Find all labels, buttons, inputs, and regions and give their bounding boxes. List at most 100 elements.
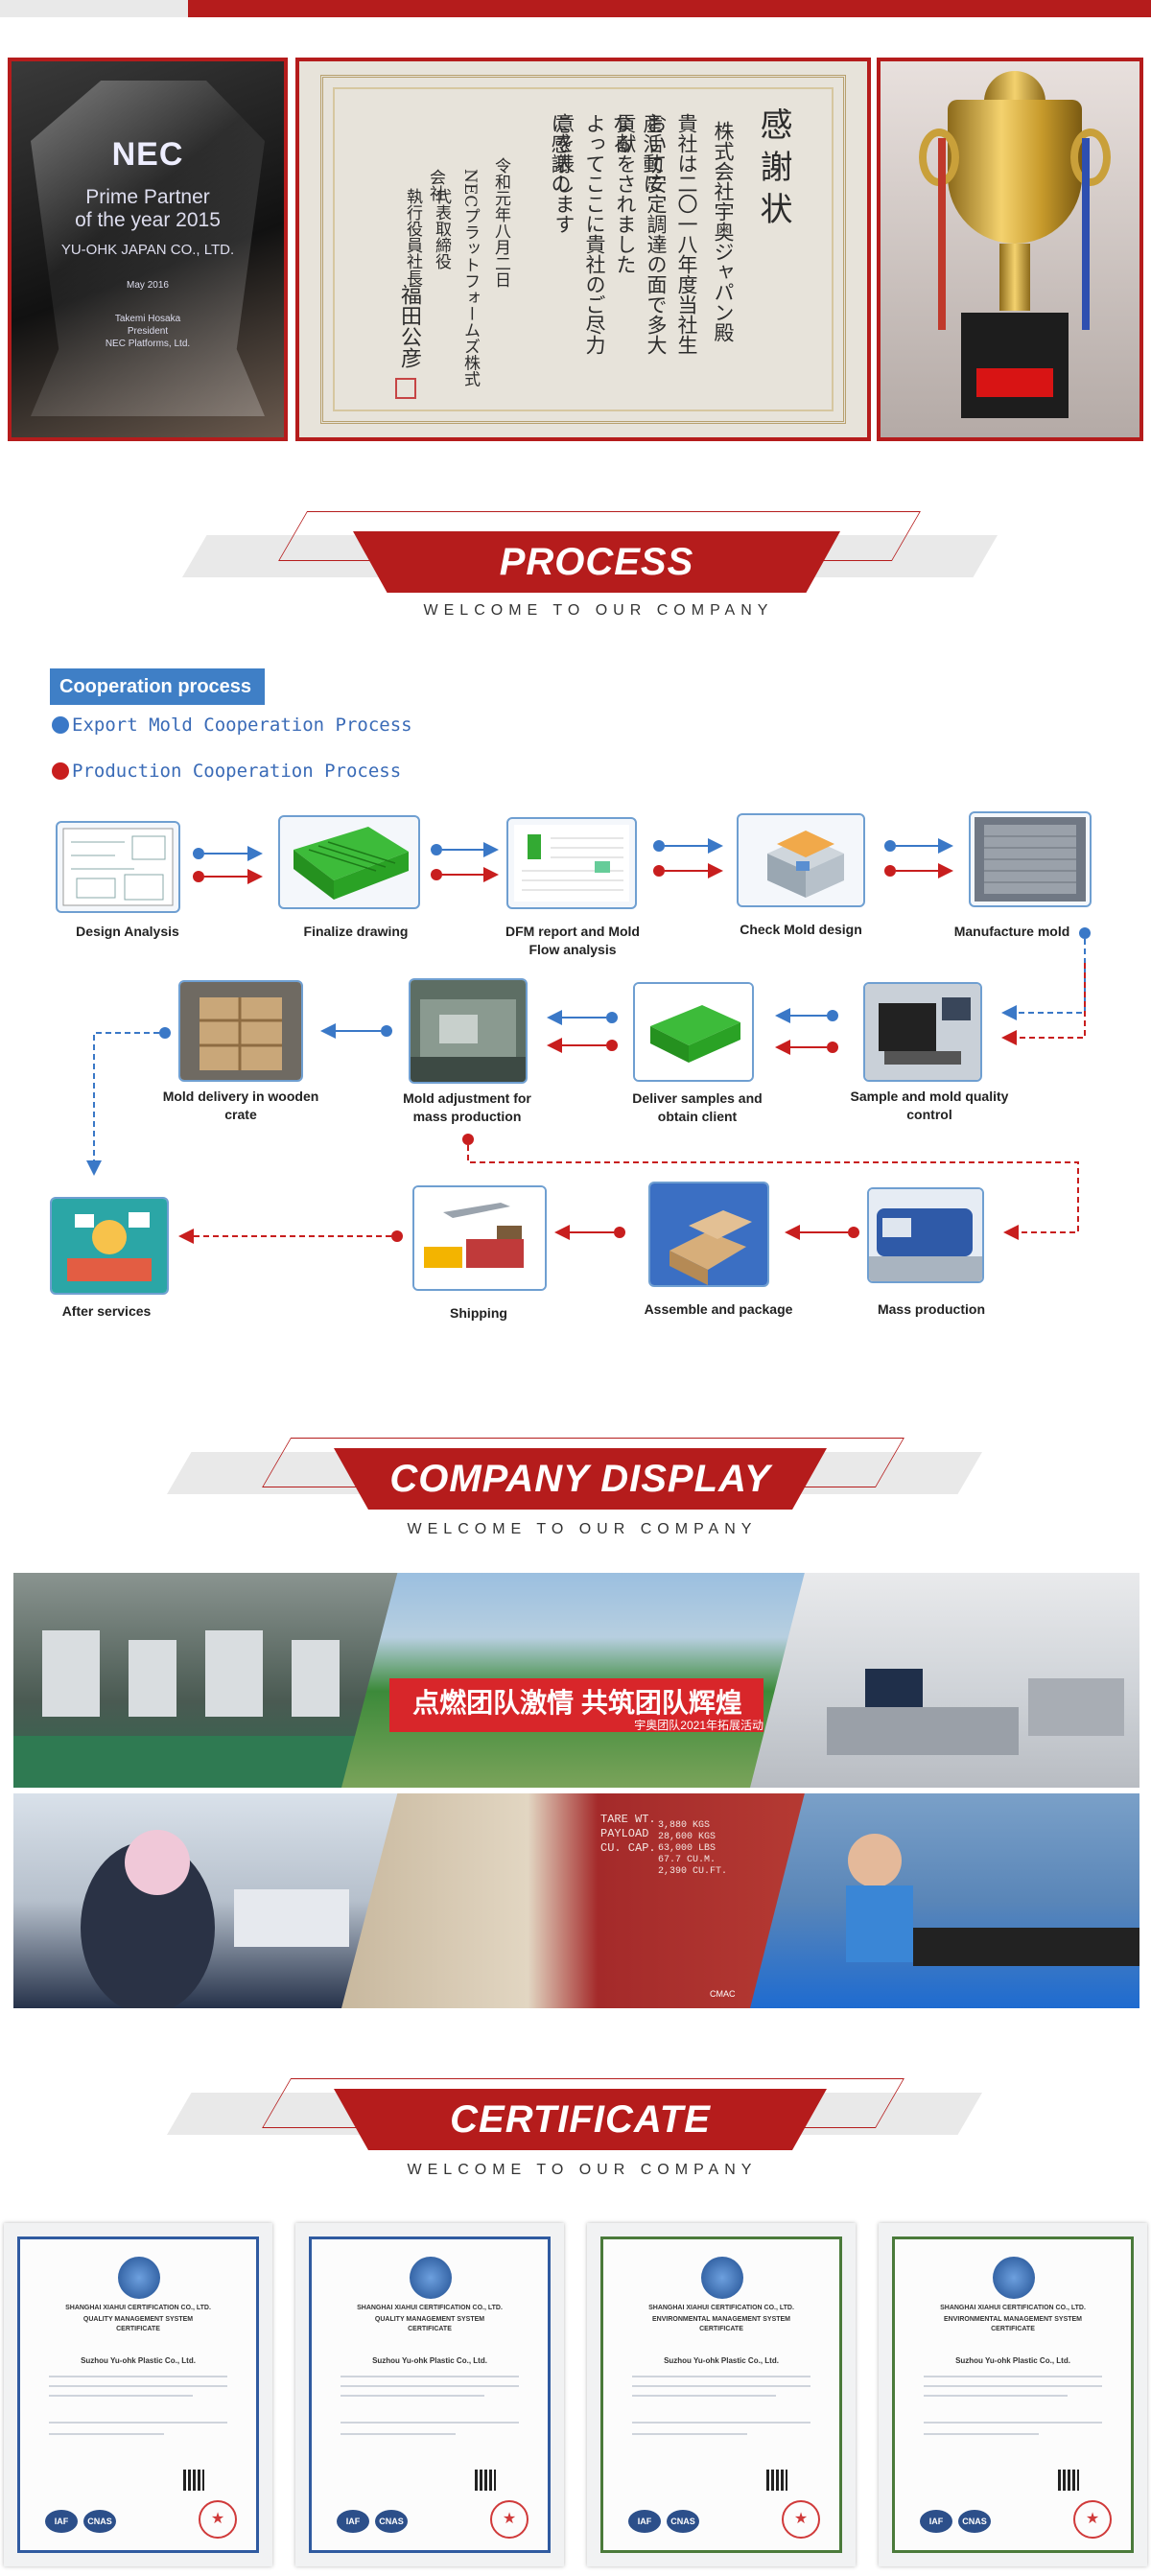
step-shipping-image xyxy=(412,1185,547,1291)
legend-production: Production Cooperation Process xyxy=(52,761,401,782)
letter-body-4: よってここに貴社のご尽力に感謝の xyxy=(549,113,606,355)
iaf-badge: IAF xyxy=(628,2510,661,2533)
cardboard-boxes-icon xyxy=(650,1183,767,1285)
green-part-3d-icon xyxy=(294,827,409,900)
step-quality-control-image xyxy=(863,982,982,1082)
letter-body-2: おいて安定調達の面で多大なる xyxy=(610,113,668,355)
plaque-company: YU-OHK JAPAN CO., LTD. xyxy=(60,242,235,258)
step-label: Deliver samples and obtain client xyxy=(632,1090,763,1124)
connector-row2-row3 xyxy=(462,1134,1079,1240)
step-label: After services xyxy=(61,1303,152,1319)
mold-plate-icon xyxy=(975,817,1086,902)
step-label: Check Mold design xyxy=(740,922,862,937)
dfm-report-icon xyxy=(514,825,629,902)
letter-addressee: 株式会社宇奥ジャパン殿 xyxy=(712,121,735,342)
photo-container-loading: TARE WT. PAYLOAD CU. CAP. 3,880 KGS 28,6… xyxy=(341,1793,808,2008)
step-label: Mass production xyxy=(877,1301,985,1317)
step-wooden-crate-image xyxy=(178,980,303,1082)
step-dfm-image xyxy=(506,817,637,909)
top-accent-bar xyxy=(0,0,1151,17)
photo-factory-floor xyxy=(13,1573,399,1788)
cert-logo-icon xyxy=(993,2257,1035,2299)
production-line-icon xyxy=(869,1189,982,1281)
letter-date: 令和元年八月二日 xyxy=(491,157,510,288)
section-subtitle-certificate: WELCOME TO OUR COMPANY xyxy=(407,2162,758,2178)
process-flow-arrows xyxy=(86,838,1091,1244)
photo-office-inspection xyxy=(750,1573,1139,1788)
cert-logo-icon xyxy=(118,2257,160,2299)
section-subtitle-process: WELCOME TO OUR COMPANY xyxy=(423,602,774,619)
cooperation-process-label: Cooperation process xyxy=(50,668,265,705)
blueprint-icon xyxy=(62,828,174,906)
cnas-badge: CNAS xyxy=(83,2510,116,2533)
step-assemble-package-image xyxy=(648,1182,769,1287)
qr-code-icon xyxy=(1058,2470,1079,2491)
glass-plaque xyxy=(31,81,265,416)
iaf-badge: IAF xyxy=(45,2510,78,2533)
step-label: Shipping xyxy=(450,1305,507,1321)
letter-issuer-company: NECプラットフォームズ株式会社 xyxy=(426,169,480,387)
display-header-banner: COMPANY DISPLAY xyxy=(334,1448,827,1510)
certificate-header-banner: CERTIFICATE xyxy=(334,2089,827,2150)
row3-arrows xyxy=(178,1225,859,1244)
letter-issuer-title1: 代表取締役 xyxy=(432,188,451,269)
plaque-date: May 2016 xyxy=(127,280,169,291)
certificate-card-3: SHANGHAI XIAHUI CERTIFICATION CO., LTD. … xyxy=(587,2223,856,2566)
letter-issuer-name: 福田公彦 xyxy=(397,284,421,368)
step-manufacture-mold-image xyxy=(969,811,1092,907)
section-subtitle-company-display: WELCOME TO OUR COMPANY xyxy=(407,1521,758,1537)
cert-logo-icon xyxy=(701,2257,743,2299)
step-after-services-image xyxy=(50,1197,169,1295)
step-deliver-samples-image xyxy=(633,982,754,1082)
red-seal-icon: ★ xyxy=(199,2500,237,2539)
cnas-badge: CNAS xyxy=(375,2510,408,2533)
inspection-machine-icon xyxy=(865,984,980,1080)
cert-logo-icon xyxy=(410,2257,452,2299)
section-title-process: PROCESS xyxy=(499,541,694,583)
step-label: Manufacture mold xyxy=(953,924,1070,939)
step-label: Sample and mold quality control xyxy=(850,1089,1009,1122)
certificate-card-2: SHANGHAI XIAHUI CERTIFICATION CO., LTD. … xyxy=(295,2223,564,2566)
award-gold-trophy-photo xyxy=(877,58,1143,441)
red-seal-icon: ★ xyxy=(490,2500,529,2539)
container-labels: TARE WT. PAYLOAD CU. CAP. xyxy=(600,1813,656,1855)
gold-trophy-icon xyxy=(948,100,1082,244)
connector-row1-row2 xyxy=(1001,927,1091,1045)
container-marker: CMAC xyxy=(710,1989,736,1999)
blue-dot-icon xyxy=(52,716,69,734)
letter-issuer-title2: 執行役員社長 xyxy=(403,188,422,286)
after-service-icon xyxy=(52,1199,167,1293)
red-seal-stamp xyxy=(395,378,416,399)
cnas-badge: CNAS xyxy=(958,2510,991,2533)
row1-arrows xyxy=(193,838,953,884)
wooden-crate-icon xyxy=(180,982,301,1080)
step-finalize-drawing-image xyxy=(278,815,420,909)
photo-assembly-line xyxy=(750,1793,1139,2008)
step-mass-production-image xyxy=(867,1187,984,1283)
team-banner-sub: 宇奥团队2021年拓展活动 xyxy=(634,1719,763,1732)
step-check-mold-image xyxy=(737,813,865,907)
nec-logo: NEC xyxy=(111,136,184,173)
step-mold-adjustment-image xyxy=(409,978,528,1084)
shipping-logistics-icon xyxy=(414,1187,545,1289)
step-label: Mold adjustment for mass production xyxy=(403,1090,531,1124)
cnas-badge: CNAS xyxy=(667,2510,699,2533)
letter-body-3: 貢献をされました xyxy=(614,113,637,274)
photo-team-building: 点燃团队激情 共筑团队辉煌 宇奥团队2021年拓展活动 xyxy=(341,1573,808,1788)
trophy-base xyxy=(961,313,1069,418)
photo-worker-measurement xyxy=(13,1793,399,2008)
injection-machine-icon xyxy=(411,980,526,1082)
mold-3d-icon xyxy=(767,831,844,898)
red-dot-icon xyxy=(52,762,69,780)
letter-frame xyxy=(320,75,846,424)
green-sample-icon xyxy=(635,984,752,1080)
step-label: Finalize drawing xyxy=(303,924,409,939)
container-values: 3,880 KGS 28,600 KGS 63,000 LBS 67.7 CU.… xyxy=(658,1820,728,1877)
certificate-card-1: SHANGHAI XIAHUI CERTIFICATION CO., LTD. … xyxy=(4,2223,272,2566)
connector-row2-after xyxy=(86,1027,171,1176)
qr-code-icon xyxy=(475,2470,496,2491)
red-seal-icon: ★ xyxy=(782,2500,820,2539)
award-appreciation-letter-photo: 感謝状 株式会社宇奥ジャパン殿 貴社は二〇一八年度当社生産活動に おいて安定調達… xyxy=(295,58,871,441)
process-header-banner: PROCESS xyxy=(353,531,840,593)
section-title-certificate: CERTIFICATE xyxy=(450,2098,711,2141)
